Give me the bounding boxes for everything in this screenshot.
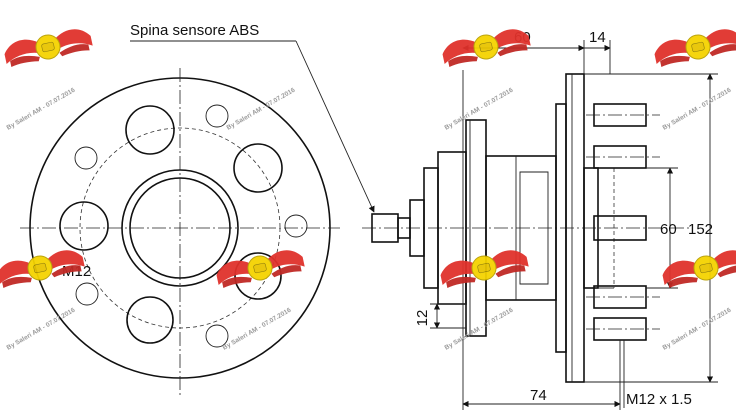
- dim-pcd: 60: [660, 221, 677, 238]
- hub-center-edge: [129, 177, 231, 279]
- bolt-hole: [205, 104, 229, 128]
- abs-leader-line: [295, 40, 375, 213]
- watermark-caption: By Saleri AM - 07.07.2016: [444, 307, 515, 352]
- dimensions: 60 14 152 60 12 74 M12 x 1.5: [414, 29, 718, 410]
- watermark-caption: By Saleri AM - 07.07.2016: [6, 307, 77, 352]
- lightening-hole: [59, 201, 109, 251]
- watermark-logo: [659, 246, 736, 290]
- lightening-hole: [234, 252, 282, 300]
- front-view: M12: [20, 68, 340, 395]
- hub-inner-step: [519, 171, 549, 285]
- bolt-hole: [205, 324, 229, 348]
- watermark-logo: [651, 25, 736, 69]
- watermark-caption: By Saleri AM - 07.07.2016: [662, 307, 733, 352]
- abs-sensor-label: Spina sensore ABS: [130, 22, 259, 39]
- hub-outer-ring: [121, 169, 239, 287]
- hub-pilot: [583, 167, 599, 289]
- dim-total-length: 74: [530, 387, 547, 404]
- bolt-hole: [74, 146, 98, 170]
- lightening-hole: [126, 296, 174, 344]
- watermark-caption: By Saleri AM - 07.07.2016: [444, 87, 515, 132]
- watermark-logo: [0, 246, 87, 290]
- bolt-hole: [284, 214, 308, 238]
- wheel-studs: [593, 103, 647, 341]
- side-view: [362, 70, 690, 410]
- dim-outer-diameter: 152: [688, 221, 713, 238]
- lightening-hole: [233, 143, 283, 193]
- watermark-caption: By Saleri AM - 07.07.2016: [662, 87, 733, 132]
- dim-step: 12: [414, 310, 431, 327]
- watermark-logo: [439, 25, 533, 69]
- lightening-hole: [125, 105, 175, 155]
- wheel-stud: [593, 215, 647, 241]
- abs-sensor-callout: Spina sensore ABS: [130, 22, 375, 213]
- bolt-circle: [79, 127, 281, 329]
- watermark-caption: By Saleri AM - 07.07.2016: [6, 87, 77, 132]
- watermark-caption: By Saleri AM - 07.07.2016: [226, 87, 297, 132]
- bolt-hole: [75, 282, 99, 306]
- thread-spec-label: M12 x 1.5: [626, 391, 692, 408]
- dim-flange-thickness: 14: [589, 29, 606, 46]
- watermark-logo: [1, 25, 95, 69]
